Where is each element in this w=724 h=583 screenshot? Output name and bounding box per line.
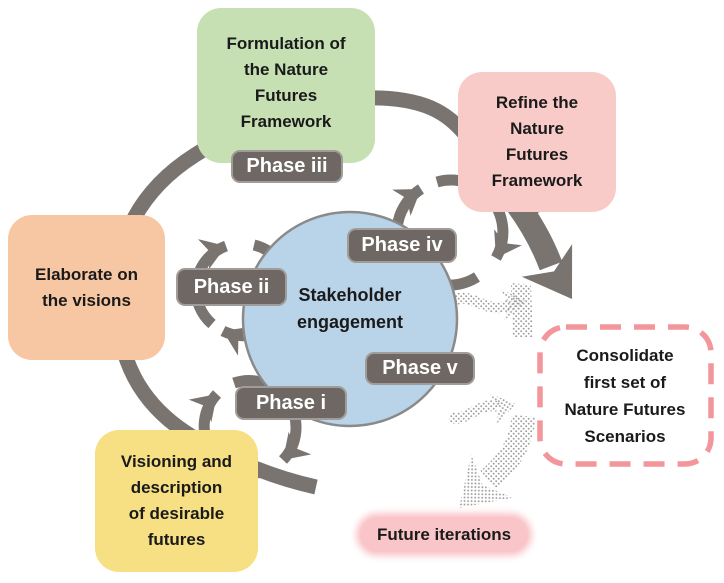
hatched-arrow-to-consolidate-upper xyxy=(448,285,529,321)
box-formulation-line: Futures xyxy=(254,85,318,105)
box-formulation-nff: Formulation of the Nature Futures Framew… xyxy=(197,8,375,163)
box-consolidate-line: Scenarios xyxy=(584,426,666,446)
box-refine-line: Framework xyxy=(491,171,583,190)
consolidate-dashed-border xyxy=(537,324,714,467)
future-iterations-badge: Future iterations xyxy=(360,517,528,552)
hatched-arrow-to-consolidate-lower xyxy=(447,388,520,425)
box-consolidate-line: first set of xyxy=(583,372,667,392)
phase-v-tag: Phase v xyxy=(365,352,475,385)
box-refine-line: Nature xyxy=(510,119,564,138)
box-elaborate-visions: Elaborate on the visions xyxy=(8,215,165,360)
phase-iii-tag: Phase iii xyxy=(231,150,343,183)
box-visioning-line: Visioning and xyxy=(120,452,233,471)
box-refine-line: Refine the xyxy=(495,93,579,112)
box-formulation-line: Framework xyxy=(240,111,332,131)
hatched-strip-below-exit-arrow xyxy=(511,283,533,337)
box-visioning-line: description xyxy=(130,478,223,497)
box-visioning-line: futures xyxy=(147,530,206,549)
box-visioning-futures: Visioning and description of desirable f… xyxy=(95,430,258,572)
stakeholder-line: engagement xyxy=(296,312,404,332)
box-formulation-line: the Nature xyxy=(243,59,329,79)
phase-iv-tag: Phase iv xyxy=(347,228,457,263)
phase-i-tag: Phase i xyxy=(235,386,347,420)
box-refine-nff: Refine the Nature Futures Framework xyxy=(458,72,616,212)
stakeholder-line: Stakeholder xyxy=(298,285,402,305)
box-elaborate-line: the visions xyxy=(42,290,131,310)
box-visioning-line: of desirable xyxy=(128,504,225,523)
box-consolidate-line: Consolidate xyxy=(576,345,674,365)
box-elaborate-line: Elaborate on xyxy=(35,264,138,284)
hatched-arrow-to-future-iterations xyxy=(438,414,536,530)
box-consolidate-scenarios: Consolidate first set of Nature Futures … xyxy=(539,327,711,464)
box-refine-line: Futures xyxy=(505,145,569,164)
box-formulation-line: Formulation of xyxy=(226,33,346,53)
stakeholder-engagement-label: Stakeholder engagement xyxy=(250,282,450,336)
phase-ii-tag: Phase ii xyxy=(176,268,287,306)
box-consolidate-line: Nature Futures xyxy=(564,399,686,419)
